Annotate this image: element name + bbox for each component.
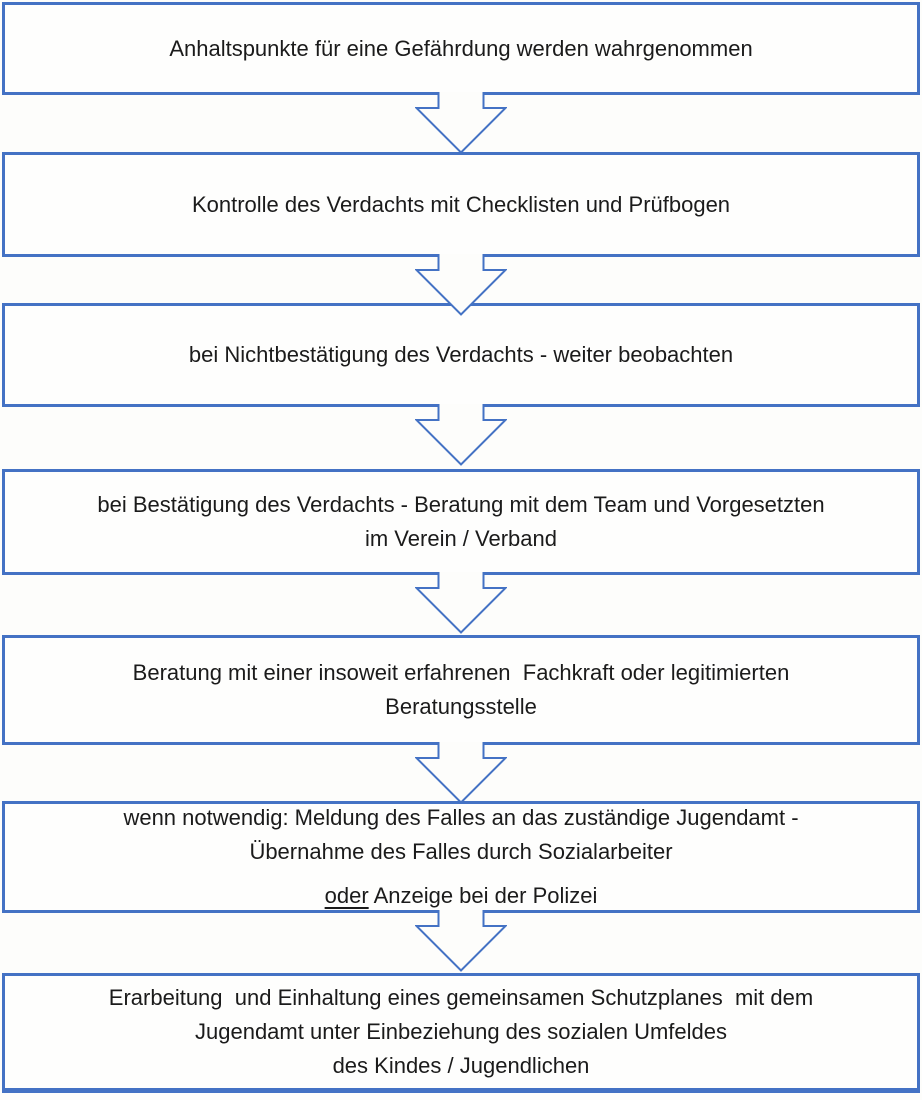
flow-box-6-text-line-1: wenn notwendig: Meldung des Falles an da… <box>123 805 799 830</box>
flow-box-4-text-line-2: im Verein / Verband <box>364 526 557 551</box>
flow-box-5-text-line-1: Beratung mit einer insoweit erfahrenen F… <box>132 660 790 685</box>
flow-box-4-text-line-1: bei Bestätigung des Verdachts - Beratung… <box>97 492 825 517</box>
flow-box-6-text-line-2: Übernahme des Falles durch Sozialarbeite… <box>249 839 673 864</box>
flow-box-6-text-line-3-rest: Anzeige bei der Polizei <box>368 883 598 908</box>
flow-box-6: wenn notwendig: Meldung des Falles an da… <box>2 801 920 913</box>
flow-box-7-text-line-3: des Kindes / Jugendlichen <box>332 1053 590 1078</box>
down-arrow-icon <box>415 742 507 804</box>
connector-3 <box>2 404 920 469</box>
flow-box-6-text-line-3: oder Anzeige bei der Polizei <box>317 879 606 910</box>
down-arrow-icon <box>415 92 507 154</box>
flow-box-5-text-line-2: Beratungsstelle <box>385 694 537 719</box>
flow-box-7: Erarbeitung und Einhaltung eines gemeins… <box>2 973 920 1093</box>
flow-box-1: Anhaltspunkte für eine Gefährdung werden… <box>2 2 920 95</box>
connector-5 <box>2 742 920 804</box>
flow-box-1-text: Anhaltspunkte für eine Gefährdung werden… <box>169 35 753 61</box>
underlined-word: oder <box>324 883 369 908</box>
connector-1 <box>2 92 920 154</box>
down-arrow-icon <box>415 910 507 972</box>
connector-2 <box>2 254 920 316</box>
flow-box-7-text-line-2: Jugendamt unter Einbeziehung des soziale… <box>195 1019 727 1044</box>
down-arrow-icon <box>415 404 507 466</box>
flow-box-2-text: Kontrolle des Verdachts mit Checklisten … <box>191 191 731 217</box>
connector-4 <box>2 572 920 635</box>
connector-6 <box>2 910 920 973</box>
down-arrow-icon <box>415 254 507 316</box>
flow-box-7-text-line-1: Erarbeitung und Einhaltung eines gemeins… <box>108 985 814 1010</box>
flow-box-2: Kontrolle des Verdachts mit Checklisten … <box>2 152 920 257</box>
flow-box-3: bei Nichtbestätigung des Verdachts - wei… <box>2 303 920 407</box>
flow-box-4: bei Bestätigung des Verdachts - Beratung… <box>2 469 920 575</box>
flow-box-3-text: bei Nichtbestätigung des Verdachts - wei… <box>188 342 734 367</box>
down-arrow-icon <box>415 572 507 634</box>
flow-box-5: Beratung mit einer insoweit erfahrenen F… <box>2 635 920 745</box>
